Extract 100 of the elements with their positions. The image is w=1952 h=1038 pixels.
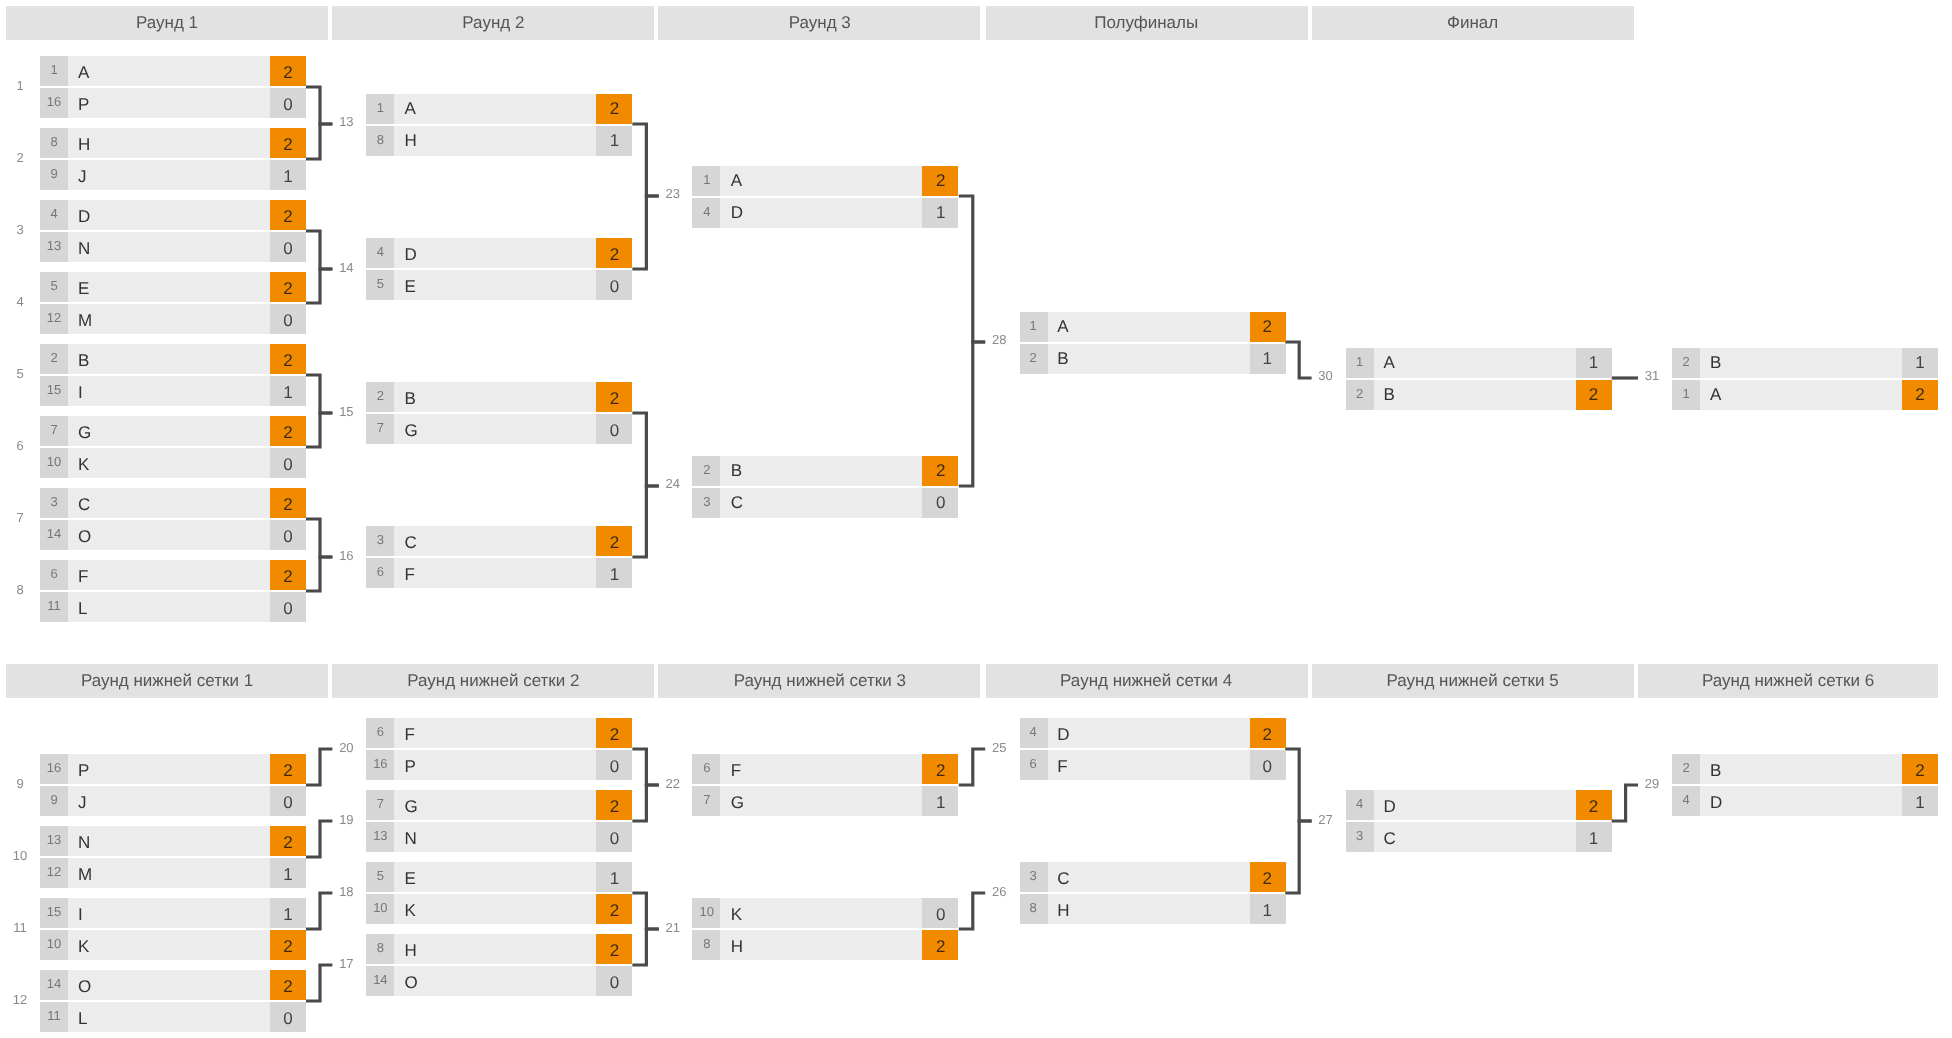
team-name: G <box>404 795 418 815</box>
team-name: C <box>730 492 744 512</box>
bracket-connector <box>306 891 333 931</box>
score: 2 <box>596 238 633 268</box>
score: 1 <box>270 898 306 928</box>
bracket-connector <box>958 891 986 931</box>
score: 2 <box>596 934 633 964</box>
score: 0 <box>270 448 306 478</box>
score: 2 <box>922 754 959 784</box>
bracket-connector <box>306 411 333 449</box>
score: 0 <box>596 966 633 996</box>
team-name: D <box>78 205 91 225</box>
team-name: D <box>1383 795 1396 815</box>
team-name: M <box>78 863 93 883</box>
team-name: C <box>1057 867 1070 887</box>
team-name: A <box>730 170 743 190</box>
round-header: Раунд 3 <box>658 6 981 40</box>
score: 2 <box>270 272 306 302</box>
team-name: H <box>78 133 91 153</box>
score: 0 <box>270 88 306 118</box>
team-name: K <box>404 899 416 919</box>
score: 2 <box>270 560 306 590</box>
team-name: M <box>78 309 93 329</box>
team-name: F <box>730 759 742 779</box>
score: 1 <box>1902 347 1938 377</box>
score: 0 <box>1249 750 1286 780</box>
team-name: N <box>78 237 91 257</box>
team-name: H <box>404 130 417 150</box>
team-name: C <box>404 531 417 551</box>
bracket-connector <box>958 340 986 488</box>
bracket-connector <box>632 194 659 271</box>
score: 2 <box>1902 379 1938 409</box>
score: 2 <box>1575 790 1612 820</box>
team-name: P <box>404 755 416 775</box>
score: 1 <box>922 197 959 227</box>
team-name: N <box>78 831 91 851</box>
round-header: Раунд 1 <box>6 6 328 40</box>
team-name: I <box>78 381 83 401</box>
score: 2 <box>1249 311 1286 341</box>
score: 0 <box>596 414 633 444</box>
team-name: A <box>1383 352 1395 372</box>
bracket-connector <box>1285 340 1312 380</box>
score: 0 <box>922 487 959 517</box>
score: 0 <box>270 592 306 622</box>
team-name: A <box>404 98 416 118</box>
score: 2 <box>922 930 959 960</box>
score: 1 <box>596 558 633 588</box>
score: 1 <box>1249 343 1286 373</box>
team-name: D <box>1710 791 1723 811</box>
score: 2 <box>270 416 306 446</box>
bracket-connector <box>306 555 333 593</box>
team-name: B <box>1057 348 1069 368</box>
team-name: E <box>404 275 416 295</box>
score: 2 <box>270 200 306 230</box>
score: 1 <box>596 862 633 892</box>
score: 0 <box>270 520 306 550</box>
team-name: N <box>404 827 417 847</box>
round-header: Раунд 2 <box>332 6 655 40</box>
team-name: C <box>1383 827 1396 847</box>
team-name: G <box>78 421 92 441</box>
team-name: F <box>1057 755 1068 775</box>
score: 1 <box>270 858 306 888</box>
score: 2 <box>270 344 306 374</box>
team-name: B <box>1710 759 1722 779</box>
score: 1 <box>270 160 306 190</box>
score: 1 <box>1575 822 1612 852</box>
team-name: B <box>730 460 743 480</box>
round-header: Раунд нижней сетки 4 <box>985 664 1308 698</box>
team-name: E <box>404 867 416 887</box>
team-name: D <box>404 243 417 263</box>
bracket-connector <box>306 747 333 787</box>
team-name: K <box>78 453 90 473</box>
score: 0 <box>270 304 306 334</box>
score: 1 <box>596 125 633 155</box>
team-name: A <box>1057 316 1069 336</box>
bracket-connector <box>306 819 333 859</box>
score: 0 <box>270 232 306 262</box>
score: 1 <box>1249 894 1286 924</box>
score: 2 <box>270 826 306 856</box>
team-name: C <box>78 493 91 513</box>
team-name: O <box>78 975 92 995</box>
team-name: O <box>404 971 418 991</box>
team-name: P <box>78 93 90 113</box>
score: 0 <box>270 1002 306 1032</box>
team-name: K <box>730 903 743 923</box>
round-header: Раунд нижней сетки 3 <box>658 664 981 698</box>
team-name: F <box>404 563 415 583</box>
bracket-connector <box>1285 819 1312 895</box>
score: 2 <box>596 790 633 820</box>
score: 2 <box>270 754 306 784</box>
score: 1 <box>1902 786 1938 816</box>
round-header: Раунд нижней сетки 5 <box>1311 664 1634 698</box>
bracket-connector <box>1611 783 1638 823</box>
team-name: A <box>78 61 90 81</box>
team-name: H <box>404 939 417 959</box>
score: 2 <box>270 56 306 86</box>
round-header: Раунд нижней сетки 1 <box>6 664 328 698</box>
team-name: D <box>730 202 744 222</box>
bracket-connector <box>306 963 333 1003</box>
round-header: Финал <box>1311 6 1634 40</box>
